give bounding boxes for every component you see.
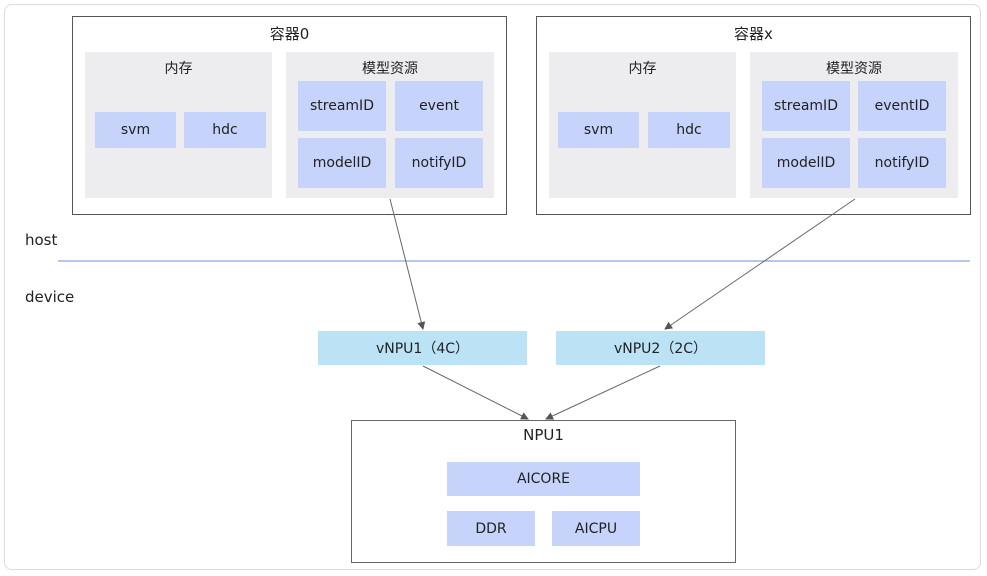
npu-aicpu: AICPU xyxy=(552,511,640,546)
container-0-streamid: streamID xyxy=(298,81,386,131)
arrow-vnpu1-to-npu1 xyxy=(422,365,529,420)
container-x-streamid: streamID xyxy=(762,81,850,131)
container-x-hdc: hdc xyxy=(648,112,730,148)
container-x-svm: svm xyxy=(558,112,639,148)
npu-aicore: AICORE xyxy=(447,462,640,496)
npu-ddr: DDR xyxy=(447,511,535,546)
container-x-model-title: 模型资源 xyxy=(826,61,882,77)
container-x-title: 容器x xyxy=(734,25,773,43)
container-0-title: 容器0 xyxy=(269,25,310,43)
vnpu-2: vNPU2（2C） xyxy=(556,331,765,365)
container-0-event: event xyxy=(395,81,483,131)
npu-1-title: NPU1 xyxy=(523,426,564,444)
device-label: device xyxy=(25,288,75,306)
arrow-containerx-to-vnpu2 xyxy=(664,198,856,330)
diagram-frame xyxy=(4,4,981,570)
container-0-model-title: 模型资源 xyxy=(362,61,418,77)
container-x-eventid: eventID xyxy=(858,81,946,131)
container-0-modelid: modelID xyxy=(298,138,386,188)
container-x-notifyid: notifyID xyxy=(858,138,946,188)
container-x-modelid: modelID xyxy=(762,138,850,188)
container-x-memory-title: 内存 xyxy=(628,61,657,77)
arrow-container0-to-vnpu1 xyxy=(389,198,426,330)
container-0-svm: svm xyxy=(95,112,176,148)
container-0-memory-title: 内存 xyxy=(164,61,193,77)
vnpu-1: vNPU1（4C） xyxy=(318,331,527,365)
container-0-hdc: hdc xyxy=(184,112,266,148)
host-label: host xyxy=(25,231,58,249)
arrow-vnpu2-to-npu1 xyxy=(545,365,661,420)
container-0-notifyid: notifyID xyxy=(395,138,483,188)
